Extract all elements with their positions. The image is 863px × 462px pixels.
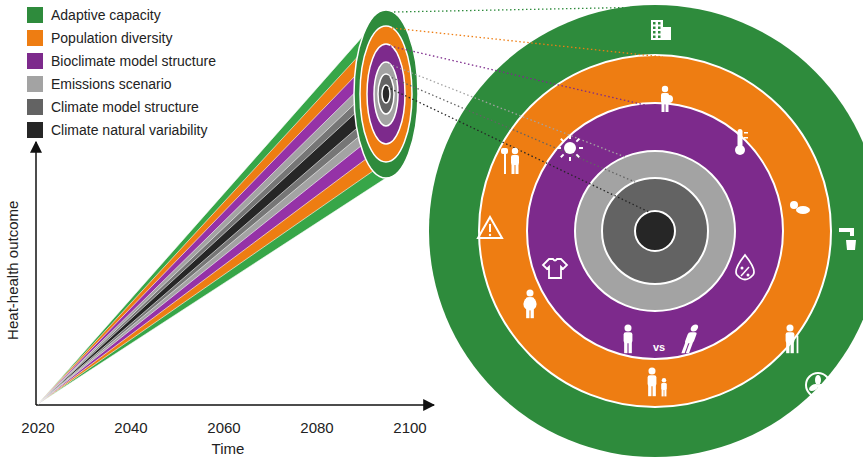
cone-band — [38, 74, 386, 404]
humidity-icon — [736, 255, 754, 280]
person-icon — [523, 289, 536, 318]
legend-swatch — [27, 76, 43, 92]
legend-entry: Adaptive capacity — [27, 7, 161, 23]
ring — [575, 151, 735, 311]
tick-label: 2040 — [114, 420, 147, 437]
baby-icon — [790, 201, 810, 214]
person-icon — [786, 324, 799, 353]
person-icon — [501, 148, 519, 174]
leader-line — [392, 28, 663, 57]
leader-line — [394, 7, 655, 12]
y-axis — [35, 142, 37, 405]
leader-line — [389, 64, 625, 157]
ring — [527, 103, 783, 359]
sun-icon — [557, 135, 583, 161]
uncertainty-rings — [429, 5, 863, 457]
shirt-icon — [543, 259, 567, 278]
icon-label: vs — [653, 341, 665, 353]
leader-line — [388, 76, 635, 182]
legend-swatch — [27, 30, 43, 46]
legend-entry: Bioclimate model structure — [27, 53, 216, 69]
legend-entry: Climate natural variability — [27, 122, 207, 138]
legend-label: Adaptive capacity — [51, 7, 161, 23]
tick-label: 2060 — [207, 420, 240, 437]
icons — [466, 20, 856, 412]
ring — [602, 178, 708, 284]
cone-face — [354, 10, 418, 178]
warning-icon — [478, 217, 502, 238]
person-icon — [661, 378, 667, 396]
cone-face — [382, 85, 390, 103]
tree-icon — [466, 386, 490, 412]
legend-label: Climate natural variability — [51, 122, 207, 138]
x-axis — [36, 404, 434, 406]
legend-entry: Emissions scenario — [27, 76, 172, 92]
cone-band — [38, 10, 386, 404]
legend-entry: Population diversity — [27, 30, 172, 46]
ring — [635, 211, 675, 251]
person-icon — [624, 324, 633, 353]
person-icon — [681, 324, 700, 353]
cone-band — [38, 62, 386, 404]
fan-icon — [806, 373, 830, 397]
legend-swatch — [27, 53, 43, 69]
axis-title: Heat-health outcome — [5, 200, 22, 339]
tick-label: 2080 — [300, 420, 333, 437]
ring — [479, 55, 831, 407]
legend-entry: Climate model structure — [27, 99, 199, 115]
cone-face — [360, 26, 412, 162]
leader-line — [390, 46, 645, 105]
legend-swatch — [27, 122, 43, 138]
legend-label: Climate model structure — [51, 99, 199, 115]
legend-label: Population diversity — [51, 30, 172, 46]
legend-label: Bioclimate model structure — [51, 53, 216, 69]
thermometer-icon — [735, 129, 748, 155]
tick-label: 2100 — [393, 420, 426, 437]
axis-title: Time — [212, 441, 245, 458]
leader-line — [387, 87, 649, 212]
person-icon — [648, 367, 657, 396]
legend-swatch — [27, 99, 43, 115]
cone-face — [367, 44, 405, 144]
cone-band — [38, 44, 386, 404]
cone-band — [38, 85, 386, 404]
cone-face — [374, 62, 398, 126]
tap-icon — [839, 228, 856, 250]
legend-label: Emissions scenario — [51, 76, 172, 92]
building-icon — [651, 20, 671, 40]
legend-swatch — [27, 7, 43, 23]
tick-label: 2020 — [21, 420, 54, 437]
cone-face — [378, 74, 394, 114]
person-icon — [661, 86, 673, 112]
cone-band — [38, 26, 386, 404]
ring — [429, 5, 863, 457]
cone — [38, 10, 418, 404]
